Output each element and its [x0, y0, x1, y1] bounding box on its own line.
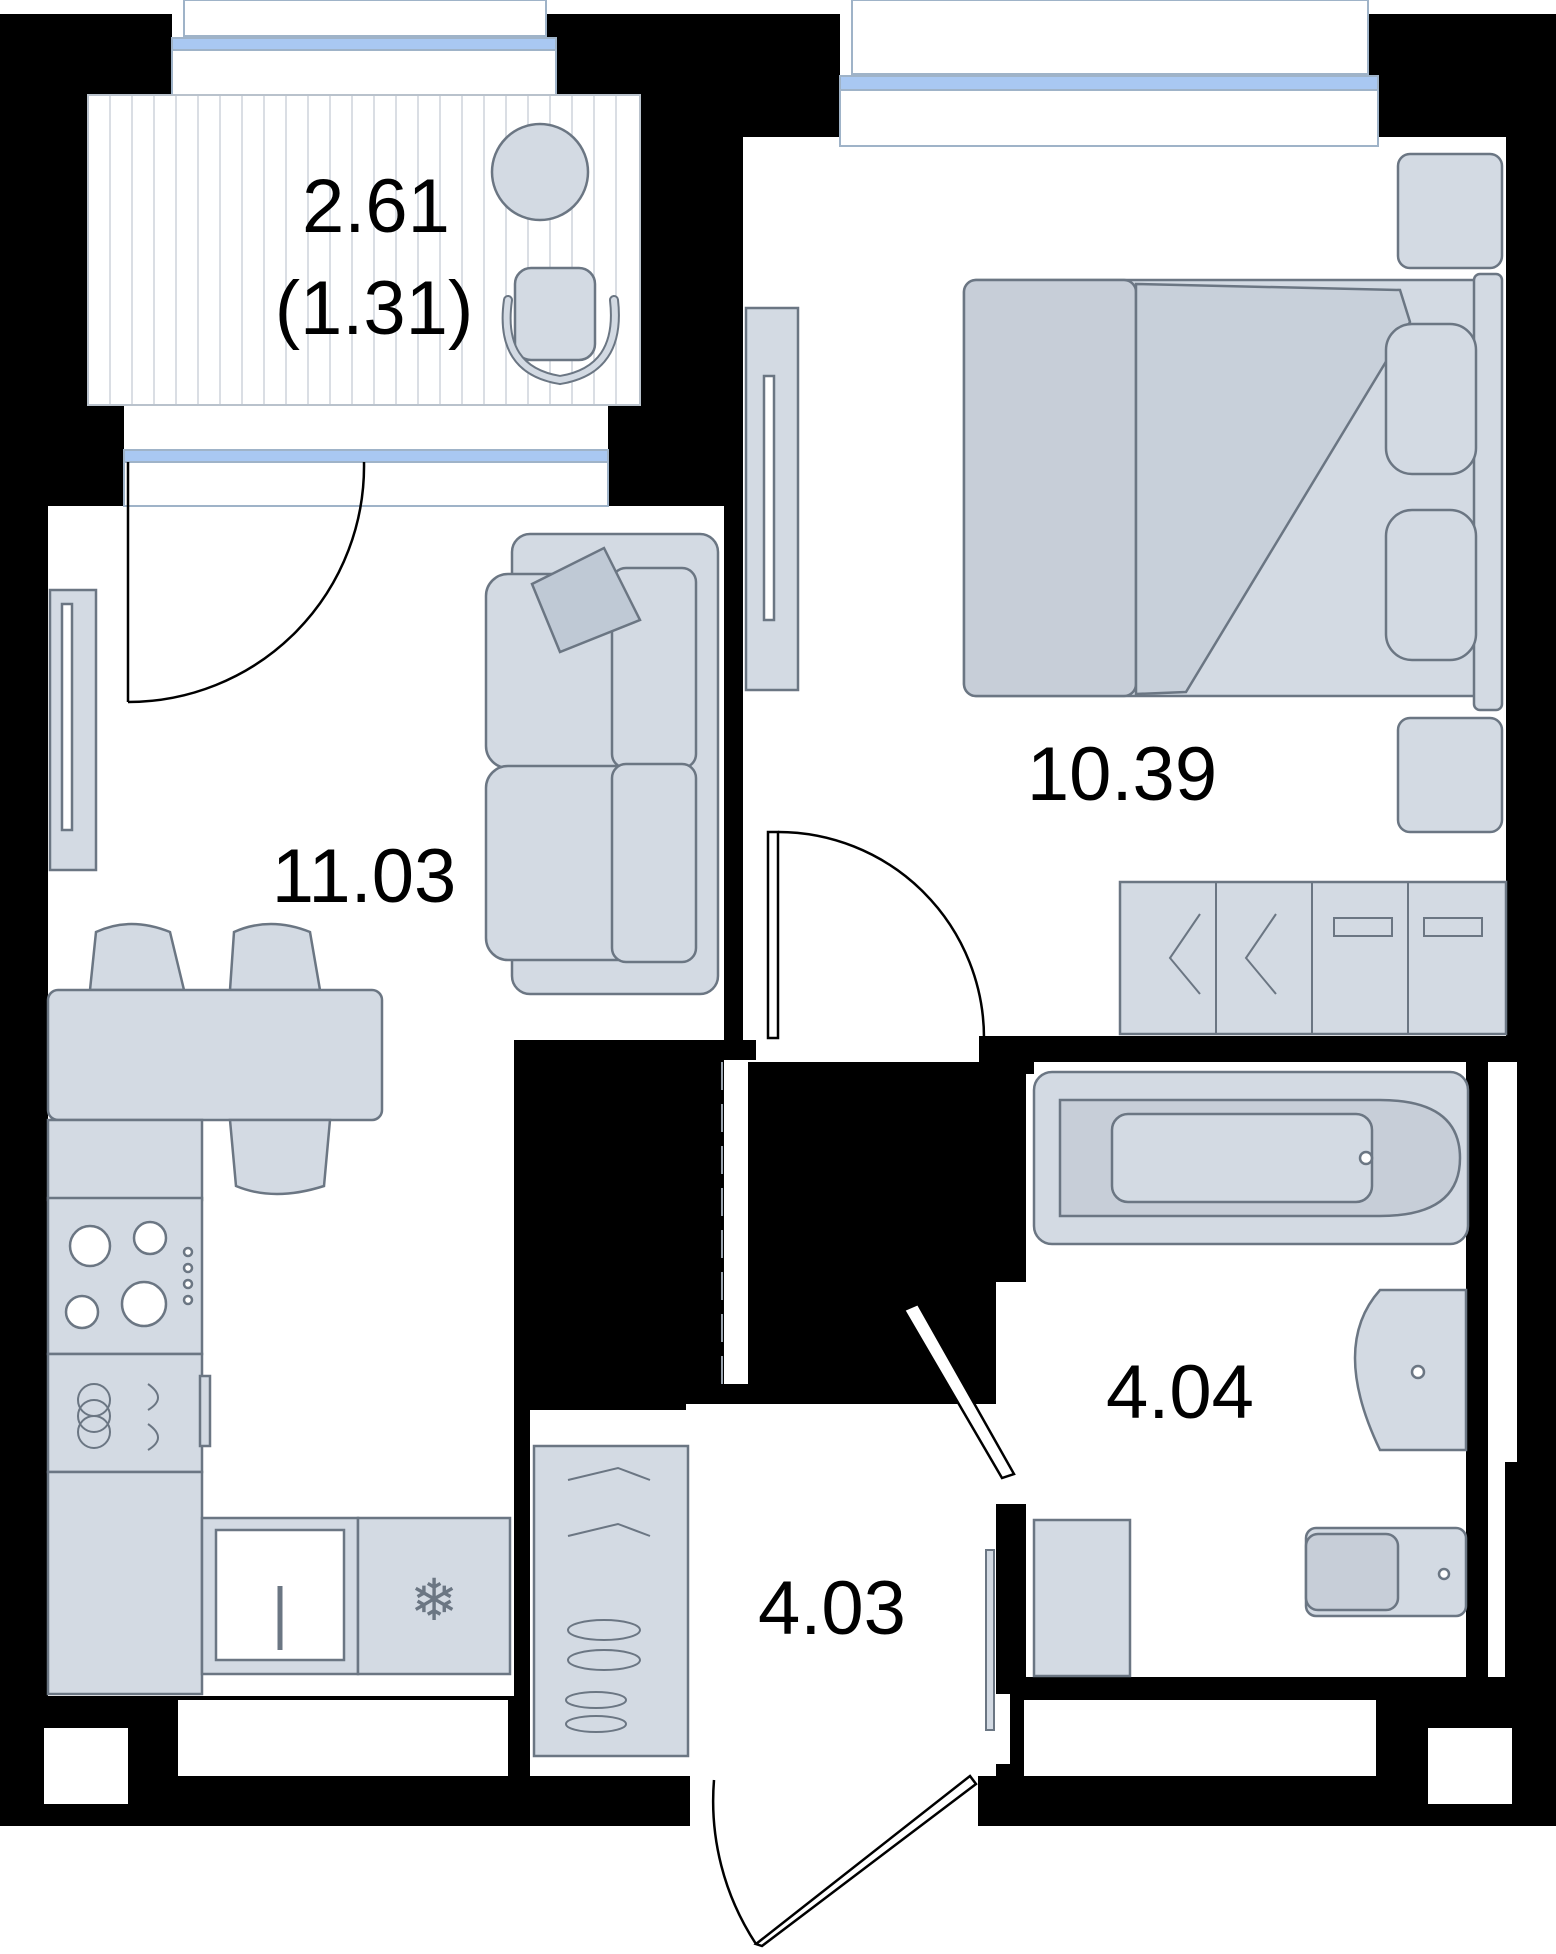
hall-wardrobe — [532, 1444, 690, 1758]
washbasin — [1353, 1288, 1468, 1452]
cooktop-burners — [64, 1220, 194, 1330]
hallway-furniture — [532, 1444, 690, 1758]
dining-chair — [228, 922, 322, 992]
bathroom-door — [902, 1274, 1016, 1480]
fridge — [356, 1516, 512, 1676]
dining-counter — [46, 988, 384, 1122]
entrance-door — [711, 1774, 978, 1948]
cooktop — [46, 1196, 204, 1356]
balcony — [87, 94, 641, 406]
oven — [46, 1352, 204, 1474]
dining-chair — [228, 1118, 332, 1196]
nightstand — [1396, 152, 1504, 270]
dining-chair — [88, 922, 186, 992]
hall-mirror — [985, 1549, 995, 1731]
kitchen-cabinet — [46, 1118, 204, 1202]
balcony-table — [490, 122, 590, 222]
living-furniture — [46, 532, 720, 1696]
bedroom-area: 10.39 — [1027, 732, 1217, 817]
bathroom-area: 4.04 — [1106, 1350, 1254, 1435]
balcony-chair — [513, 266, 597, 362]
partitions — [510, 1036, 1488, 1826]
living-kitchen-area: 11.03 — [272, 834, 457, 919]
bedroom-furniture — [744, 152, 1508, 1036]
kitchen-cabinet — [46, 1470, 204, 1696]
hallway-area: 4.03 — [758, 1566, 906, 1651]
balcony-door — [126, 461, 366, 704]
windows — [123, 0, 1379, 507]
bedroom-door — [766, 830, 986, 1040]
washing-machine — [1032, 1518, 1132, 1678]
snowflake-icon: ❄ — [410, 1566, 459, 1634]
bathroom-furniture — [1032, 1070, 1470, 1678]
balcony-reduced-area: (1.31) — [275, 266, 474, 351]
balcony-area: 2.61 — [302, 164, 450, 249]
nightstand — [1396, 716, 1504, 834]
